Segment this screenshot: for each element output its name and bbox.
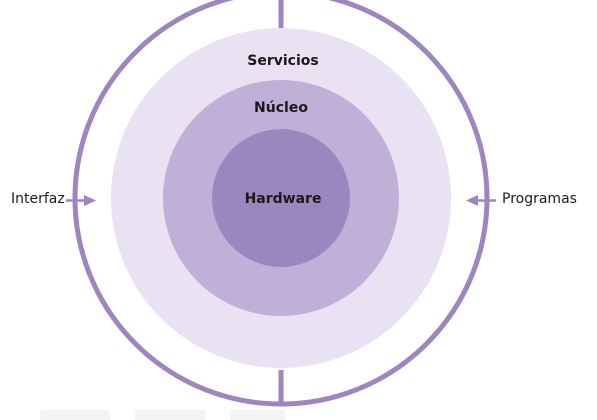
label-programas: Programas <box>502 191 577 207</box>
watermark-block-1 <box>40 410 110 420</box>
arrow-right-icon <box>66 195 96 206</box>
arrow-left-icon <box>466 195 496 206</box>
label-servicios: Servicios <box>247 53 318 69</box>
label-nucleo: Núcleo <box>254 100 308 116</box>
label-hardware: Hardware <box>245 191 322 207</box>
watermark-block-3 <box>230 410 285 420</box>
layer-hardware <box>212 129 350 267</box>
label-interfaz: Interfaz <box>11 191 65 207</box>
watermark-block-2 <box>135 410 205 420</box>
watermark-shapes <box>40 410 285 420</box>
